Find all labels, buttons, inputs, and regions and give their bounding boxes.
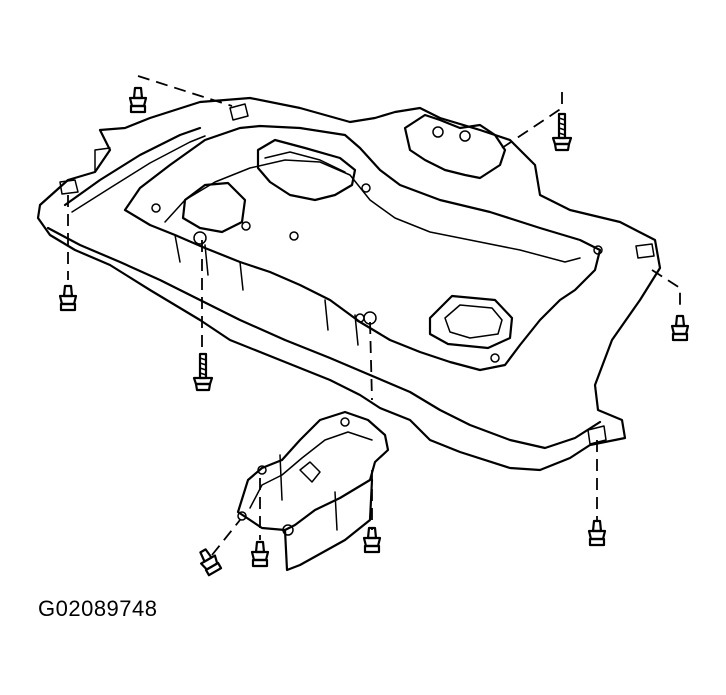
clip-fastener [362, 526, 382, 554]
clip-fastener [587, 519, 607, 547]
bolt-fastener [192, 352, 214, 392]
clip-fastener [250, 540, 270, 568]
figure-id-label: G02089748 [38, 596, 158, 621]
alignment-lines [67, 75, 681, 556]
bolt-fastener [551, 112, 573, 152]
clip-fastener [199, 548, 223, 577]
front-lower-splash-shield [236, 410, 390, 572]
clip-fastener [128, 86, 148, 114]
bolt-fastener-group [192, 112, 573, 392]
clip-fastener [670, 314, 690, 342]
clip-fastener-group [58, 86, 690, 577]
clip-fastener [58, 284, 78, 312]
engine-under-cover [36, 96, 662, 472]
